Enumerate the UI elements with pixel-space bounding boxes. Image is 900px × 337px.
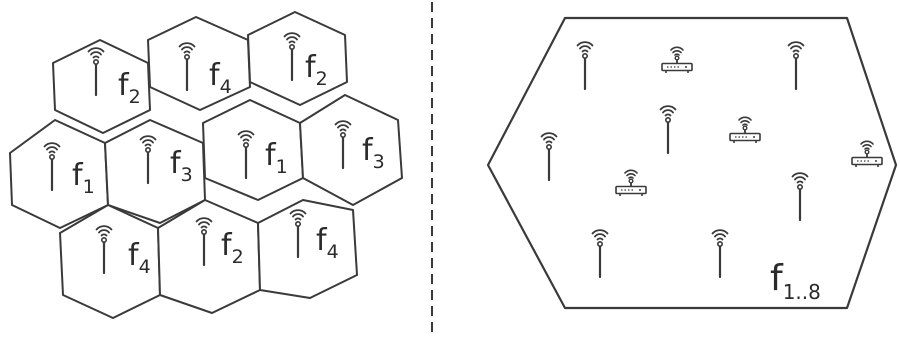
- svg-text:f4: f4: [209, 58, 232, 98]
- svg-text:f4: f4: [128, 238, 151, 278]
- cell-frequency-subscript: 4: [220, 76, 232, 98]
- cell-5: f3: [104, 119, 206, 224]
- cell-6: f1: [202, 99, 304, 201]
- cell-frequency-label: f: [118, 68, 130, 103]
- large-cell: [486, 16, 898, 310]
- cell-frequency-label: f: [72, 158, 84, 193]
- svg-text:f1: f1: [72, 158, 95, 198]
- cell-frequency-label: f: [316, 223, 328, 258]
- cell-frequency-label: f: [128, 238, 140, 273]
- cell-frequency-subscript: 1: [276, 156, 288, 178]
- cell-2: f4: [147, 16, 251, 111]
- cell-frequency-subscript: 2: [129, 86, 141, 108]
- cell-frequency-subscript: 3: [373, 151, 385, 173]
- svg-text:f2: f2: [305, 50, 328, 90]
- cell-9: f2: [157, 199, 261, 314]
- cell-8: f4: [59, 204, 161, 319]
- cell-frequency-label: f: [305, 50, 317, 85]
- cell-frequency-label: f: [362, 133, 374, 168]
- svg-text:f1: f1: [265, 138, 288, 178]
- cell-frequency-subscript: 2: [316, 68, 328, 90]
- cell-frequency-subscript: 3: [181, 164, 193, 186]
- svg-text:f2: f2: [118, 68, 141, 108]
- cell-frequency-subscript: 2: [232, 246, 244, 268]
- svg-text:f1..8: f1..8: [770, 258, 821, 304]
- right-dense-network: f1..8: [486, 16, 898, 310]
- cell-frequency-subscript: 4: [139, 256, 151, 278]
- left-cellular-network: f2 f4 f2 f1 f3 f1: [9, 11, 403, 319]
- cell-frequency-subscript: 1: [83, 176, 95, 198]
- svg-text:f3: f3: [170, 146, 193, 186]
- cell-frequency-subscript: 4: [327, 241, 339, 263]
- cell-frequency-label: f: [170, 146, 182, 181]
- cell-7: f3: [299, 94, 403, 206]
- cell-10: f4: [257, 199, 358, 299]
- cell-frequency-label: f: [221, 228, 233, 263]
- cell-1: f2: [52, 39, 151, 134]
- svg-text:f4: f4: [316, 223, 339, 263]
- svg-text:f2: f2: [221, 228, 244, 268]
- svg-text:f3: f3: [362, 133, 385, 173]
- pooled-frequency-label: f: [770, 258, 784, 299]
- cell-3: f2: [247, 11, 348, 106]
- cell-frequency-label: f: [209, 58, 221, 93]
- pooled-frequency-subscript: 1..8: [783, 280, 821, 304]
- cell-frequency-label: f: [265, 138, 277, 173]
- cell-4: f1: [9, 119, 109, 229]
